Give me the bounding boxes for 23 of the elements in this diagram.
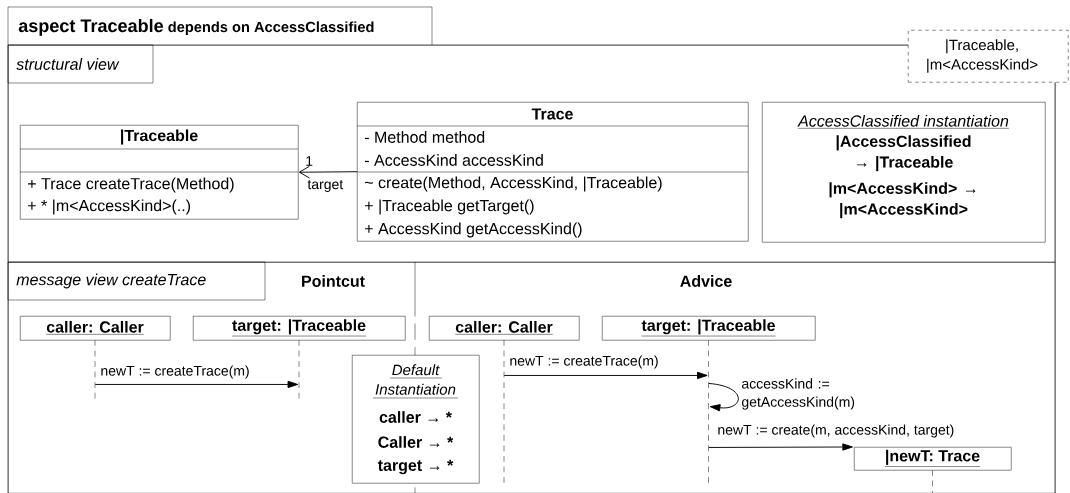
message-arrow xyxy=(94,380,299,389)
multiplicity: 1 xyxy=(306,156,313,166)
template-parameter-box: |Traceable, |m<AccessKind> xyxy=(908,30,1069,83)
message-arrow xyxy=(708,383,739,412)
message-arrow xyxy=(503,371,708,380)
instantiation-box: Default Instantiation caller → * Caller → * target → * xyxy=(352,355,480,484)
compartment-title: Advice xyxy=(680,275,732,287)
message-arrow xyxy=(708,443,853,451)
edge-label: newT := createTrace(m) xyxy=(508,354,660,370)
class-box: |Traceable + Trace createTrace(Method) + * |m<AccessKind>(..) xyxy=(19,125,299,220)
instantiation-box: AccessClassified instantiation |AccessClassified → |Traceable |m<AccessKind> → |m<AccessKind> xyxy=(762,102,1046,243)
object-box: target: |Traceable xyxy=(602,316,816,341)
object-box: caller: Caller xyxy=(429,316,580,341)
object-box: target: |Traceable xyxy=(193,316,406,341)
compartment-title: Pointcut xyxy=(302,275,365,287)
edge-label: accessKind := getAccessKind(m) xyxy=(740,377,868,411)
object-box: |newT: Trace xyxy=(854,447,1012,471)
class-box: Trace - Method method - AccessKind accessKind ~ create(Method, AccessKind, |Traceable) + |Traceable getTarget() + AccessKind getAccessKind() xyxy=(356,102,749,242)
edge-label: newT := createTrace(m) xyxy=(99,364,251,380)
object-box: caller: Caller xyxy=(20,316,171,341)
edge-label: target xyxy=(306,178,345,194)
edge-label: newT := create(m, accessKind, target) xyxy=(716,423,956,439)
association-arrow xyxy=(298,165,358,179)
